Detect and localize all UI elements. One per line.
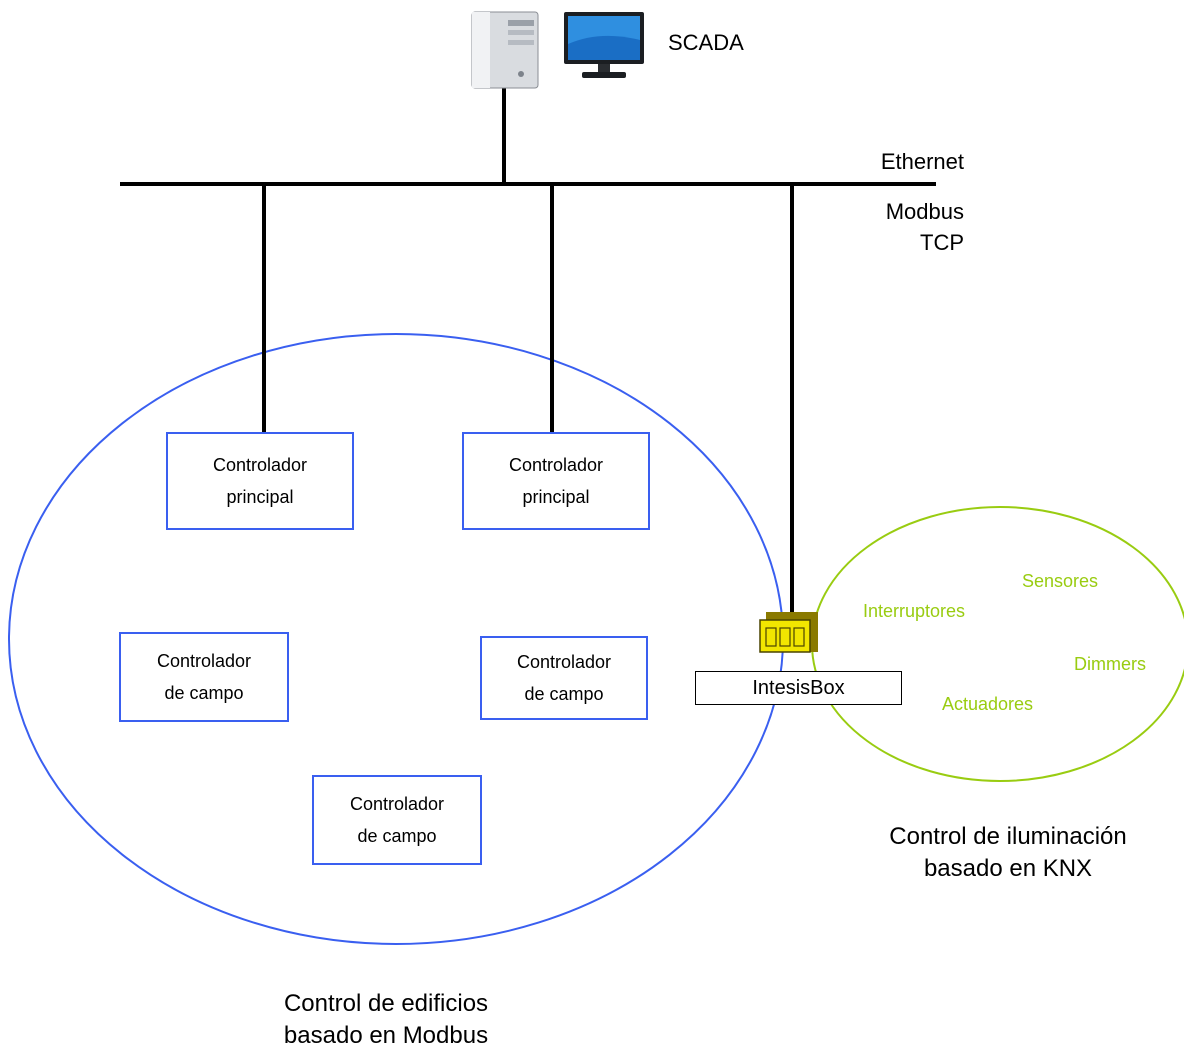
modbus-zone-caption: Control de edificios basado en Modbus: [218, 988, 554, 1052]
controller-label-line2: de campo: [524, 684, 604, 704]
controller-label-line1: Controlador: [516, 652, 612, 672]
knx-caption-line2: basado en KNX: [923, 855, 1093, 882]
modbus-tcp-label: Modbus TCP: [820, 196, 964, 258]
field-controller-box: Controlador de campo: [312, 775, 482, 865]
server-tower-icon: [471, 11, 539, 89]
controller-label-line1: Controlador: [508, 455, 604, 475]
modbus-tcp-line2: TCP: [920, 230, 964, 255]
controller-label-line1: Controlador: [349, 794, 445, 814]
knx-item-actuadores: Actuadores: [942, 694, 1034, 714]
modbus-caption-line1: Control de edificios: [283, 990, 489, 1017]
controller-label-line2: principal: [522, 487, 590, 507]
main-controller-box: Controlador principal: [166, 432, 354, 530]
knx-item-dimmers: Dimmers: [1074, 654, 1146, 674]
knx-item-sensores: Sensores: [1022, 571, 1099, 591]
field-controller-box: Controlador de campo: [119, 632, 289, 722]
controller-label-line2: principal: [226, 487, 294, 507]
knx-caption-line1: Control de iluminación: [889, 823, 1127, 850]
main-controller-box: Controlador principal: [462, 432, 650, 530]
intesisbox-label-box: IntesisBox: [695, 671, 902, 705]
intesisbox-device-icon: [759, 612, 818, 653]
modbus-caption-line2: basado en Modbus: [283, 1022, 489, 1049]
field-controller-box: Controlador de campo: [480, 636, 648, 720]
ethernet-label: Ethernet: [880, 149, 964, 174]
controller-label-line1: Controlador: [212, 455, 308, 475]
controller-label-line2: de campo: [357, 826, 437, 846]
monitor-icon: [564, 12, 644, 78]
controller-label-line2: de campo: [164, 683, 244, 703]
knx-item-interruptores: Interruptores: [863, 601, 966, 621]
knx-zone-caption: Control de iluminación basado en KNX: [840, 821, 1176, 885]
knx-zone-ellipse: [811, 506, 1184, 782]
scada-label: SCADA: [668, 30, 744, 55]
modbus-tcp-line1: Modbus: [885, 199, 964, 224]
controller-label-line1: Controlador: [156, 651, 252, 671]
